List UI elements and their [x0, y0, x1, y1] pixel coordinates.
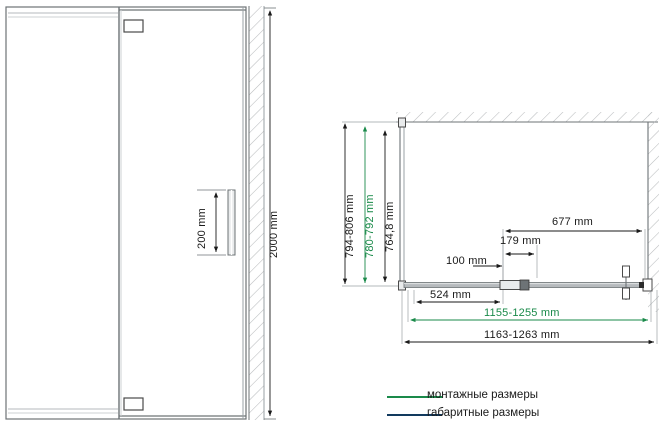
label-door-leaf: 677 mm [552, 216, 593, 228]
door-handle [227, 189, 236, 256]
label-fixed-width: 524 mm [430, 289, 471, 301]
dimension-width-installation [407, 290, 652, 323]
top-hinge [123, 19, 144, 33]
wall-hatch-right [647, 112, 659, 312]
legend-label-overall: габаритные размеры [427, 407, 540, 419]
label-width-installation: 1155-1255 mm [484, 307, 560, 319]
bottom-hinge [123, 397, 144, 411]
legend-label-installation: монтажные размеры [427, 389, 538, 401]
panel-divider [118, 7, 122, 419]
dimension-width-overall [401, 290, 658, 345]
label-width-overall: 1163-1263 mm [484, 329, 560, 341]
plan-handle [622, 265, 630, 300]
label-overall-height: 2000 mm [268, 210, 280, 258]
side-profile [398, 117, 406, 291]
label-overlap: 179 mm [500, 235, 541, 247]
dimension-overlap [502, 245, 538, 280]
top-plan-view [342, 112, 659, 345]
legend-swatch-overall [387, 414, 442, 416]
legend-swatch-installation [387, 396, 442, 398]
label-depth-overall: 794-806 mm [344, 194, 356, 258]
dimension-fixed-width [413, 290, 504, 305]
dimension-overall-height [264, 7, 276, 420]
dimension-depth-overall [342, 121, 398, 287]
wall-hatch-top [396, 112, 658, 123]
glass-run [403, 278, 653, 292]
front-elevation-view [5, 6, 276, 420]
label-profile-offset: 100 mm [446, 255, 487, 267]
enclosure-outline [5, 6, 247, 420]
dimension-profile-offset [473, 263, 504, 280]
label-depth-inner: 764,8 mm [384, 201, 396, 252]
label-handle-height: 200 mm [196, 208, 208, 249]
dimension-handle-height [197, 189, 226, 256]
label-depth-installation: 780-792 mm [364, 194, 376, 258]
wall-hatch [248, 6, 265, 420]
